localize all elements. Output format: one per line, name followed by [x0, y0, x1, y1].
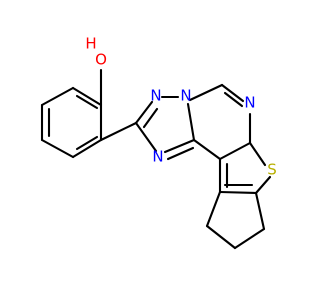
- oxygen-label: O: [95, 51, 107, 69]
- nitrogen-label-pyrimidine: N: [244, 94, 255, 112]
- bonds: [40, 68, 272, 250]
- bond: [134, 100, 154, 125]
- bond: [254, 175, 272, 195]
- bond: [223, 91, 244, 108]
- bond: [142, 107, 159, 129]
- bond: [75, 94, 99, 110]
- hydrogen-label: H: [85, 35, 96, 53]
- bond: [254, 191, 266, 231]
- nitrogen-label-triazole-top: N: [150, 87, 161, 105]
- bond: [163, 138, 196, 154]
- bond: [99, 121, 138, 142]
- bond: [71, 86, 103, 107]
- bond: [220, 83, 245, 103]
- nitrogen-label-triazole-bottom: N: [152, 148, 163, 166]
- bond: [75, 135, 99, 151]
- nitrogen-label-bridge: N: [180, 87, 191, 105]
- bond: [186, 102, 196, 142]
- bond: [166, 146, 195, 161]
- sulfur-label: S: [267, 161, 277, 179]
- bond: [233, 227, 266, 250]
- bond: [40, 86, 75, 107]
- bond: [134, 121, 158, 153]
- bond: [192, 138, 222, 161]
- bond: [218, 141, 252, 161]
- bond: [40, 138, 75, 159]
- bond: [71, 138, 103, 159]
- bond: [248, 141, 267, 167]
- bond: [205, 224, 237, 250]
- atom-labels: H O N N N N S: [85, 35, 276, 179]
- structure-canvas: H O N N N N S: [40, 34, 277, 250]
- bond: [188, 83, 224, 102]
- molecule-drawing: H O N N N N S: [40, 35, 277, 250]
- bond: [205, 190, 222, 228]
- bond: [218, 190, 258, 195]
